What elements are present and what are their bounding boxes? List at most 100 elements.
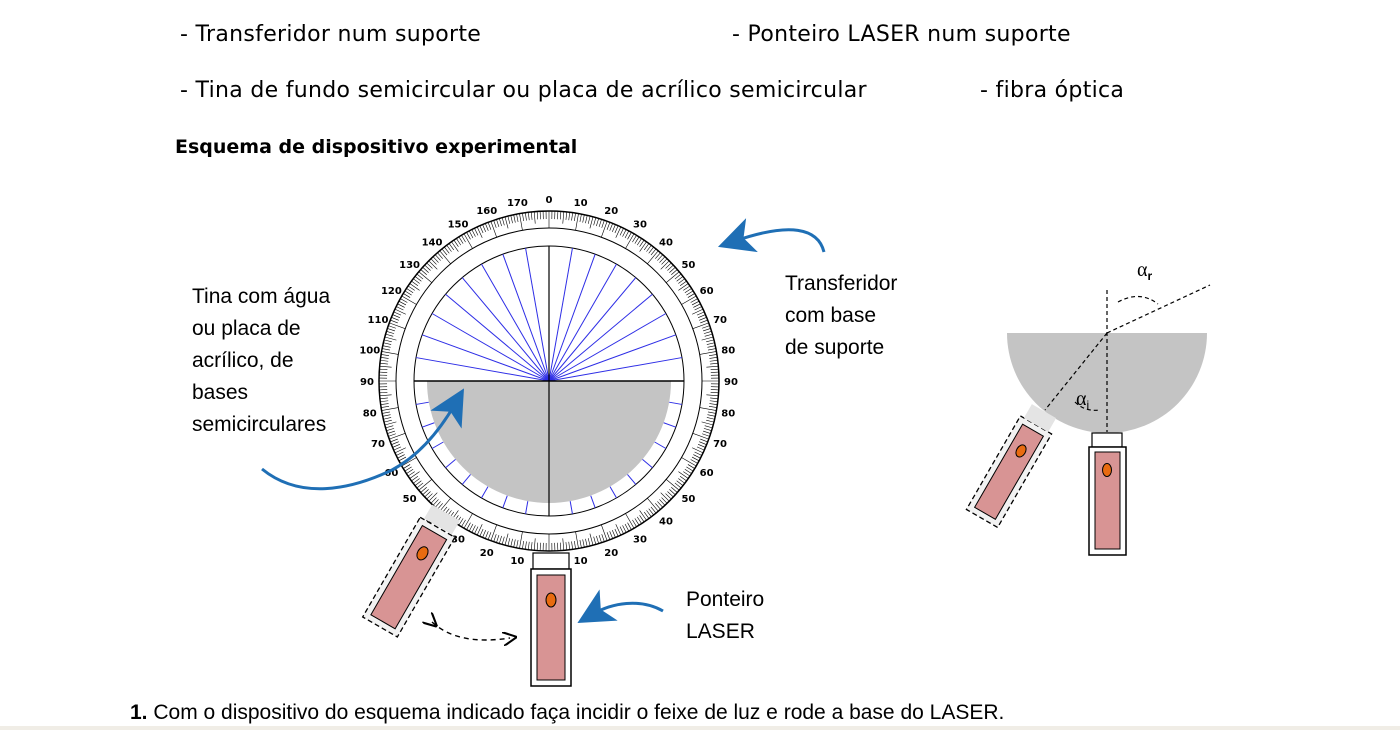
protractor-tick: [606, 532, 611, 540]
protractor-tick: [389, 322, 406, 329]
protractor-tick: [385, 425, 394, 429]
protractor-tick: [388, 325, 396, 329]
protractor-radial-line: [502, 495, 508, 509]
protractor-tick: [710, 362, 719, 365]
protractor-tick: [636, 238, 642, 246]
protractor-tick: [380, 400, 389, 403]
protractor-tick: [665, 493, 672, 500]
protractor-tick: [579, 539, 582, 548]
detail-angle-i-arc: [1074, 401, 1101, 411]
protractor-tick: [476, 524, 483, 536]
protractor-tick: [678, 471, 689, 479]
protractor-tick: [699, 441, 707, 445]
protractor-tick: [382, 345, 391, 348]
protractor-tick: [615, 524, 622, 536]
protractor-tick: [499, 535, 502, 544]
protractor-tick: [692, 308, 704, 315]
protractor-tick: [476, 226, 483, 238]
protractor-tick: [479, 225, 484, 234]
protractor-tick: [657, 501, 663, 508]
protractor-tick: [700, 319, 708, 324]
protractor-tick: [707, 348, 716, 351]
protractor-tick: [615, 226, 622, 238]
diagram-heading: Esquema de dispositivo experimental: [175, 136, 578, 158]
protractor-tick: [706, 339, 715, 343]
protractor-tick: [383, 417, 392, 420]
protractor-tick: [575, 213, 579, 231]
protractor-tick: [596, 218, 599, 227]
protractor-tick: [691, 456, 700, 462]
protractor-tick: [533, 211, 536, 224]
protractor-radial-line: [461, 474, 471, 485]
protractor-tick: [379, 368, 388, 370]
protractor-tick: [655, 503, 661, 510]
material-item-fiber: - fibra óptica: [980, 78, 1125, 103]
protractor-tick: [396, 306, 404, 311]
protractor-tick: [510, 538, 513, 547]
protractor-tick: [471, 525, 476, 533]
protractor-tick: [406, 468, 414, 474]
protractor-tick: [391, 317, 399, 321]
protractor-tick: [648, 246, 654, 254]
protractor-tick: [708, 406, 717, 408]
protractor-tick: [468, 523, 474, 532]
protractor-tick: [639, 239, 645, 247]
protractor-tick: [466, 522, 471, 530]
protractor-tick: [390, 438, 398, 443]
protractor-tick: [471, 229, 476, 237]
protractor-tick: [661, 258, 668, 265]
protractor-tick: [379, 392, 388, 394]
protractor-tick: [394, 447, 406, 454]
protractor-tick: [710, 392, 719, 394]
protractor-tick-label: 150: [448, 219, 469, 230]
protractor-tick: [694, 451, 702, 456]
protractor-tick: [647, 498, 659, 512]
protractor-tick-label: 10: [574, 556, 588, 567]
protractor-tick: [684, 468, 692, 474]
protractor-tick: [706, 417, 715, 420]
protractor-tick: [709, 357, 718, 359]
protractor-tick: [422, 267, 429, 273]
protractor-tick: [560, 542, 562, 551]
protractor-tick: [650, 506, 657, 514]
protractor-tick: [655, 252, 661, 259]
protractor-tick: [609, 531, 613, 539]
protractor-tick: [527, 541, 530, 550]
protractor-tick: [667, 264, 674, 271]
protractor-tick: [435, 501, 441, 508]
protractor-tick-label: 40: [659, 516, 673, 527]
protractor-tick: [704, 333, 713, 337]
protractor-tick: [522, 213, 524, 222]
protractor-tick: [387, 430, 396, 434]
protractor-tick: [676, 276, 684, 282]
protractor-tick: [401, 457, 417, 467]
protractor-tick: [398, 456, 407, 462]
protractor-radial-line: [548, 293, 653, 382]
protractor-tick: [679, 280, 687, 287]
protractor-tick: [496, 219, 500, 228]
protractor-tick: [456, 238, 462, 246]
laser-label: Ponteiro LASER: [686, 588, 765, 643]
protractor-tick: [646, 245, 652, 252]
protractor-tick: [394, 308, 406, 315]
protractor-tick: [696, 446, 705, 451]
protractor-tick: [596, 535, 599, 544]
protractor-tick: [513, 539, 516, 548]
protractor-tick-label: 80: [363, 409, 377, 420]
protractor-tick: [676, 480, 684, 486]
detail-incident-ray: [1044, 332, 1108, 411]
protractor-tick: [683, 285, 691, 291]
protractor-radial-line: [548, 334, 677, 382]
protractor-tick: [665, 262, 672, 269]
protractor-tick: [568, 541, 571, 550]
protractor-tick: [485, 223, 489, 231]
protractor-radial-line: [548, 263, 617, 382]
protractor-tick: [388, 433, 396, 437]
protractor-tick: [692, 447, 704, 454]
protractor-tick: [703, 331, 712, 334]
laser-pointer-rotated: [361, 504, 460, 638]
protractor-tick: [706, 419, 715, 423]
protractor-tick: [574, 213, 576, 222]
protractor-tick: [687, 464, 695, 469]
